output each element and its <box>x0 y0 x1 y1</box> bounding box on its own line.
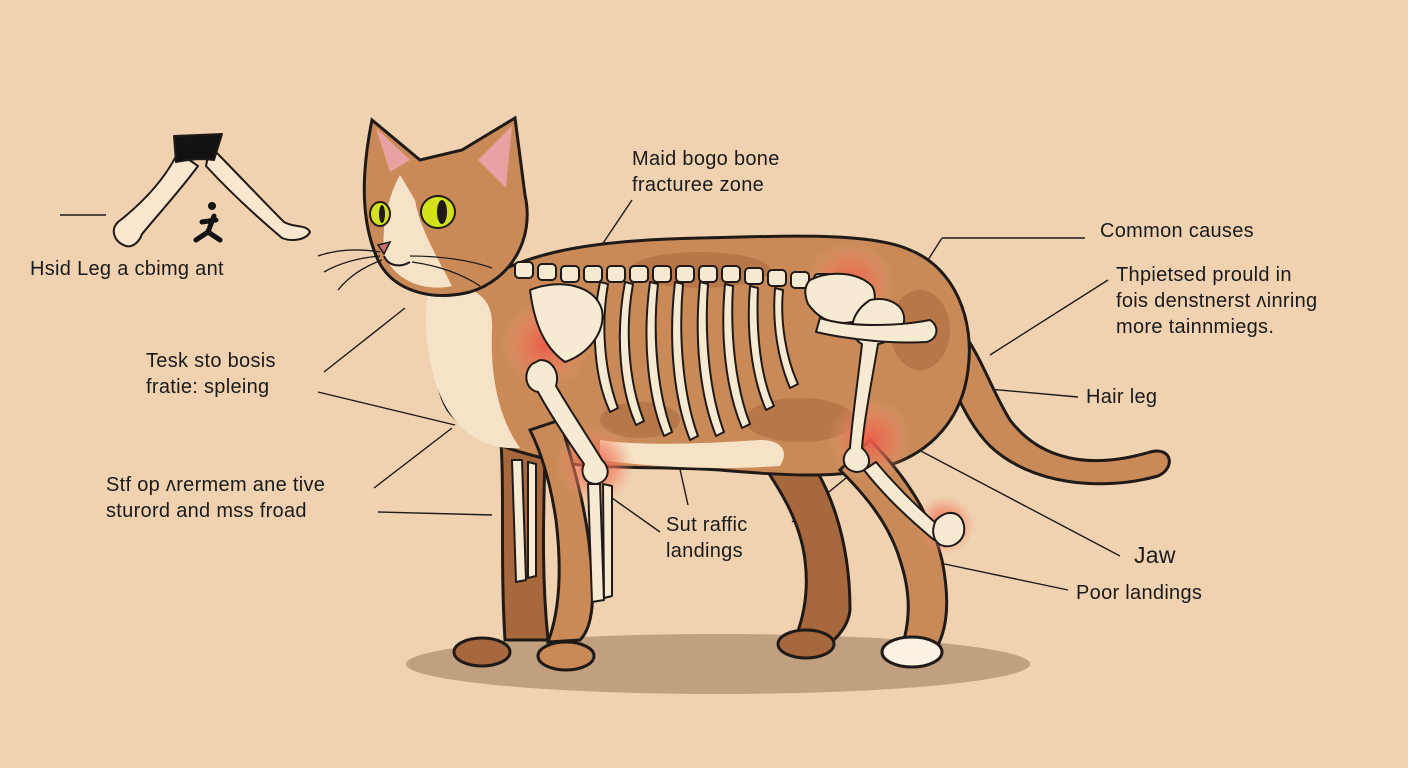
cat-tail <box>920 297 1171 486</box>
cat-paws <box>452 628 944 672</box>
label-sut-raffic: Sut raffic landings <box>666 514 748 562</box>
person-legs-icon <box>112 133 311 248</box>
label-main-bone-fracture: Maid bogo bone fracturee zone <box>632 148 780 196</box>
label-stf-op: Stf op ʌrermem ane tive sturord and mss … <box>106 474 326 522</box>
label-tesk-sto-bosis: Tesk sto bosis fratie: spleing <box>146 350 276 398</box>
label-hind-leg-climbing: Hsid Leg a cbimg ant <box>30 258 224 280</box>
cat-chest <box>426 280 520 449</box>
cat-belly <box>600 440 784 468</box>
label-thpietsed: Thpietsed prould in fois denstnerst ʌinr… <box>1116 264 1318 338</box>
climbing-person-icon <box>193 202 223 243</box>
label-common-causes: Common causes <box>1100 220 1254 242</box>
cat-front-leg <box>527 418 594 644</box>
cat-head <box>317 115 529 297</box>
label-hair-leg: Hair leg <box>1086 386 1158 408</box>
label-jaw: Jaw <box>1134 542 1176 568</box>
label-poor-landings: Poor landings <box>1076 582 1203 604</box>
cat-skeleton <box>511 261 966 603</box>
